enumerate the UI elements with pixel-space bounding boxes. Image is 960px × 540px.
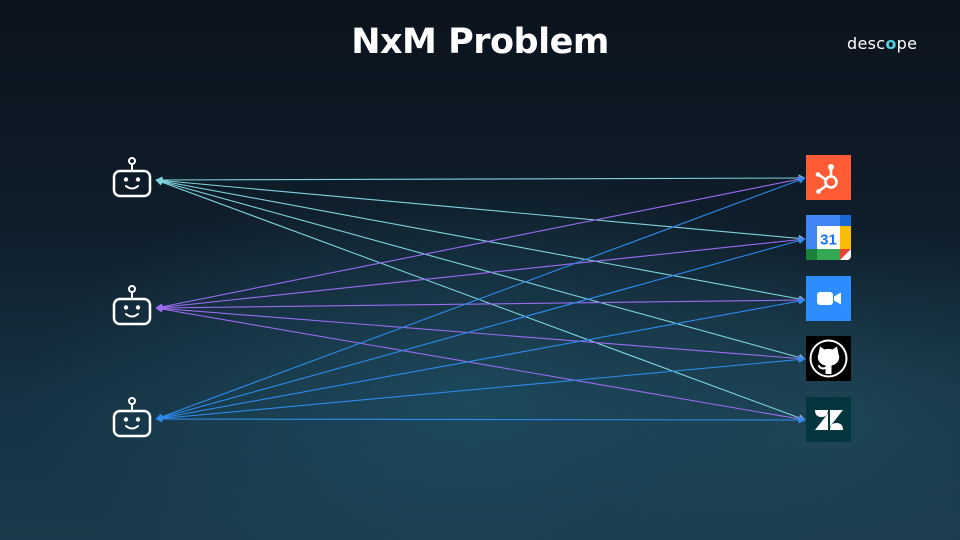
calendar-day-label: 31: [820, 232, 837, 249]
tool-google-calendar: 31: [806, 215, 851, 260]
descope-logo: descope: [847, 34, 917, 53]
agent-robot-1: [112, 156, 152, 198]
agent-robot-2: [112, 284, 152, 326]
connection-agent-3-to-github: [155, 356, 806, 422]
connection-agent-1-to-zendesk: [155, 178, 806, 422]
robot-icon: [112, 284, 152, 326]
connection-agent-2-to-zoom: [155, 296, 806, 312]
brand-text-start: desc: [847, 34, 886, 53]
tool-github: [806, 336, 851, 381]
robot-icon: [112, 396, 152, 438]
connection-agent-2-to-zendesk: [155, 305, 806, 423]
connection-agent-1-to-hubspot: [155, 174, 806, 184]
connections: [155, 174, 806, 424]
tool-zoom: [806, 276, 851, 321]
zendesk-icon: [806, 397, 851, 442]
connection-agent-3-to-zoom: [155, 297, 806, 422]
tool-zendesk: [806, 397, 851, 442]
connection-agent-3-to-zendesk: [155, 415, 806, 424]
connection-agent-3-to-google-calendar: [155, 237, 806, 421]
connection-agent-1-to-google-calendar: [155, 177, 806, 242]
connection-agent-3-to-hubspot: [155, 176, 806, 421]
brand-text-end: pe: [896, 34, 918, 53]
robot-icon: [112, 156, 152, 198]
tool-hubspot: [806, 155, 851, 200]
connection-agent-2-to-google-calendar: [155, 236, 806, 311]
slide-title: NxM Problem: [351, 22, 609, 62]
connection-agent-1-to-github: [155, 178, 806, 361]
connection-agent-2-to-github: [155, 305, 806, 362]
agent-robot-3: [112, 396, 152, 438]
google-calendar-icon: 31: [806, 215, 851, 260]
brand-text-accent: o: [885, 34, 897, 53]
